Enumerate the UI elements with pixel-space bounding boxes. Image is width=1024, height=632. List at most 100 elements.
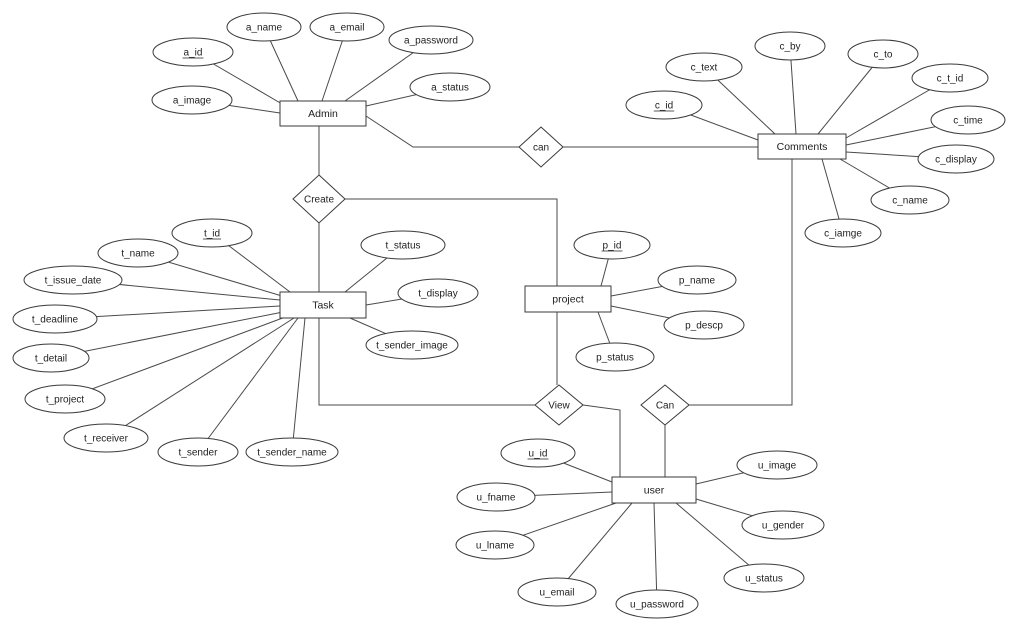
attribute-link-t-sender-name (291, 317, 306, 453)
attribute-a-image[interactable]: a_image (151, 85, 233, 115)
attribute-label: u_password (630, 600, 684, 611)
entity-admin[interactable]: Admin (279, 100, 367, 127)
entity-task[interactable]: Task (279, 291, 367, 319)
relationship-label: View (548, 401, 570, 412)
attribute-c-by[interactable]: c_by (754, 31, 826, 61)
attribute-ellipse (152, 37, 234, 67)
entity-comments[interactable]: Comments (757, 133, 847, 160)
link-admin-can1 (365, 115, 519, 148)
attribute-label: t_sender_name (257, 448, 327, 459)
attribute-label: a_email (329, 23, 364, 34)
attribute-link-t-receiver (105, 317, 295, 439)
attribute-ellipse (365, 330, 459, 360)
link-task-view (318, 318, 535, 406)
attribute-ellipse (665, 52, 743, 82)
attribute-t-receiver[interactable]: t_receiver (63, 423, 149, 453)
attribute-c-name[interactable]: c_name (870, 185, 950, 215)
attribute-t-name[interactable]: t_name (97, 238, 179, 268)
attribute-label: c_time (953, 116, 983, 127)
entity-label: project (552, 294, 584, 306)
primary-key-label: t_id (204, 229, 220, 240)
attribute-ellipse (245, 437, 339, 467)
attribute-u-fname[interactable]: u_fname (456, 482, 536, 512)
attribute-label: p_descp (685, 321, 723, 332)
relationship-diamond (518, 126, 564, 168)
attribute-link-u-password (653, 502, 658, 605)
relationship-view[interactable]: View (534, 384, 584, 426)
attribute-t-id[interactable]: t_id (171, 218, 253, 248)
attribute-p-status[interactable]: p_status (575, 342, 655, 372)
primary-key-label: a_id (184, 48, 203, 59)
attribute-ellipse (63, 423, 149, 453)
entity-box (279, 100, 367, 127)
attribute-a-name[interactable]: a_name (226, 12, 302, 42)
attribute-link-t-sender (197, 317, 299, 453)
attribute-ellipse (615, 589, 699, 619)
attribute-ellipse (360, 230, 446, 260)
attribute-ellipse (23, 265, 123, 295)
link-view-user (582, 404, 621, 477)
attribute-t-sender-image[interactable]: t_sender_image (365, 330, 459, 360)
attribute-label: c_iamge (824, 229, 862, 240)
attribute-c-iamge[interactable]: c_iamge (804, 218, 882, 248)
attribute-label: t_sender_image (376, 341, 448, 352)
relationship-can1[interactable]: can (518, 126, 564, 168)
attribute-a-password[interactable]: a_password (388, 25, 474, 55)
attribute-label: u_email (539, 588, 574, 599)
relationship-can2[interactable]: Can (640, 384, 690, 426)
attribute-ellipse (388, 25, 474, 55)
attribute-label: c_t_id (937, 74, 964, 85)
attribute-ellipse (97, 238, 179, 268)
attribute-t-display[interactable]: t_display (397, 278, 479, 308)
attribute-u-password[interactable]: u_password (615, 589, 699, 619)
attribute-ellipse (397, 278, 479, 308)
entity-label: Task (312, 300, 334, 312)
attribute-u-email[interactable]: u_email (517, 577, 597, 607)
attribute-label: t_receiver (84, 434, 129, 445)
attribute-ellipse (157, 437, 239, 467)
attribute-ellipse (573, 230, 651, 260)
attribute-u-image[interactable]: u_image (736, 450, 818, 480)
attribute-label: u_fname (477, 493, 516, 504)
attribute-t-detail[interactable]: t_detail (12, 343, 90, 373)
attribute-u-lname[interactable]: u_lname (455, 530, 535, 560)
attribute-t-issue-date[interactable]: t_issue_date (23, 265, 123, 295)
attribute-t-sender[interactable]: t_sender (157, 437, 239, 467)
attribute-ellipse (625, 90, 703, 120)
attribute-t-deadline[interactable]: t_deadline (12, 304, 98, 334)
attribute-label: t_sender (179, 448, 219, 459)
attribute-label: p_status (596, 353, 634, 364)
attribute-p-descp[interactable]: p_descp (663, 310, 745, 340)
attribute-c-to[interactable]: c_to (847, 39, 919, 69)
attribute-t-project[interactable]: t_project (24, 384, 106, 414)
attribute-ellipse (917, 144, 995, 174)
attribute-u-status[interactable]: u_status (723, 563, 805, 593)
attribute-label: a_name (246, 23, 283, 34)
attribute-ellipse (911, 63, 989, 93)
attribute-link-t-project (64, 315, 289, 400)
attribute-a-id[interactable]: a_id (152, 37, 234, 67)
attribute-c-display[interactable]: c_display (917, 144, 995, 174)
attribute-ellipse (456, 482, 536, 512)
attribute-a-email[interactable]: a_email (309, 12, 385, 42)
entity-project[interactable]: project (524, 285, 612, 313)
attribute-u-gender[interactable]: u_gender (741, 510, 825, 540)
attribute-c-t-id[interactable]: c_t_id (911, 63, 989, 93)
attribute-ellipse (870, 185, 950, 215)
attribute-c-time[interactable]: c_time (930, 105, 1006, 135)
attribute-a-status[interactable]: a_status (409, 72, 491, 102)
attribute-ellipse (12, 343, 90, 373)
attribute-link-c-by (789, 45, 797, 135)
attribute-p-name[interactable]: p_name (657, 265, 737, 295)
attribute-t-status[interactable]: t_status (360, 230, 446, 260)
entity-user[interactable]: user (611, 476, 697, 504)
attribute-ellipse (455, 530, 535, 560)
attribute-c-id[interactable]: c_id (625, 90, 703, 120)
attribute-t-sender-name[interactable]: t_sender_name (245, 437, 339, 467)
attribute-c-text[interactable]: c_text (665, 52, 743, 82)
attribute-label: a_password (404, 36, 458, 47)
relationship-create[interactable]: Create (292, 174, 346, 224)
attribute-u-id[interactable]: u_id (500, 438, 576, 468)
attribute-label: c_by (779, 42, 800, 53)
attribute-p-id[interactable]: p_id (573, 230, 651, 260)
